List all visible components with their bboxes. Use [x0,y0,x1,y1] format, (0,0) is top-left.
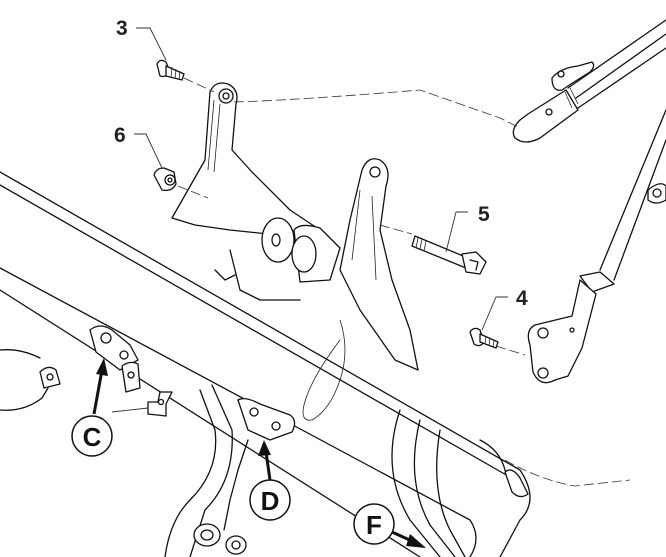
callout-letter-d: D [261,486,280,516]
assembly-guide-lines [177,77,631,487]
nut-6 [153,167,177,192]
bolt-5 [411,235,487,275]
bracket-c [39,325,173,417]
callout-d: D [249,440,291,521]
bolt-4 [469,327,499,349]
cable-loop [302,319,346,421]
number-leaders [134,27,508,331]
upper-bracket [171,82,321,249]
arrow-c-head-icon [96,358,108,376]
bolt-3 [156,59,185,81]
part-number-3: 3 [116,17,128,40]
main-frame-tube [0,171,531,557]
callout-f: F [353,503,426,548]
lower-leg [164,384,296,557]
arrow-f-head-icon [406,534,426,548]
callout-c: C [71,358,113,457]
lower-strut-arm [527,109,666,384]
part-number-5: 5 [478,203,490,226]
pivot-hub [214,217,341,301]
callout-letter-c: C [83,422,102,452]
callout-letter-f: F [366,510,382,540]
part-number-4: 4 [516,287,528,310]
arrow-d-head-icon [258,440,271,456]
frame-loop [391,409,529,557]
left-curved-part [0,349,49,411]
part-number-6: 6 [114,124,126,147]
upper-strut-arm [512,19,666,143]
rear-bracket [339,158,419,371]
